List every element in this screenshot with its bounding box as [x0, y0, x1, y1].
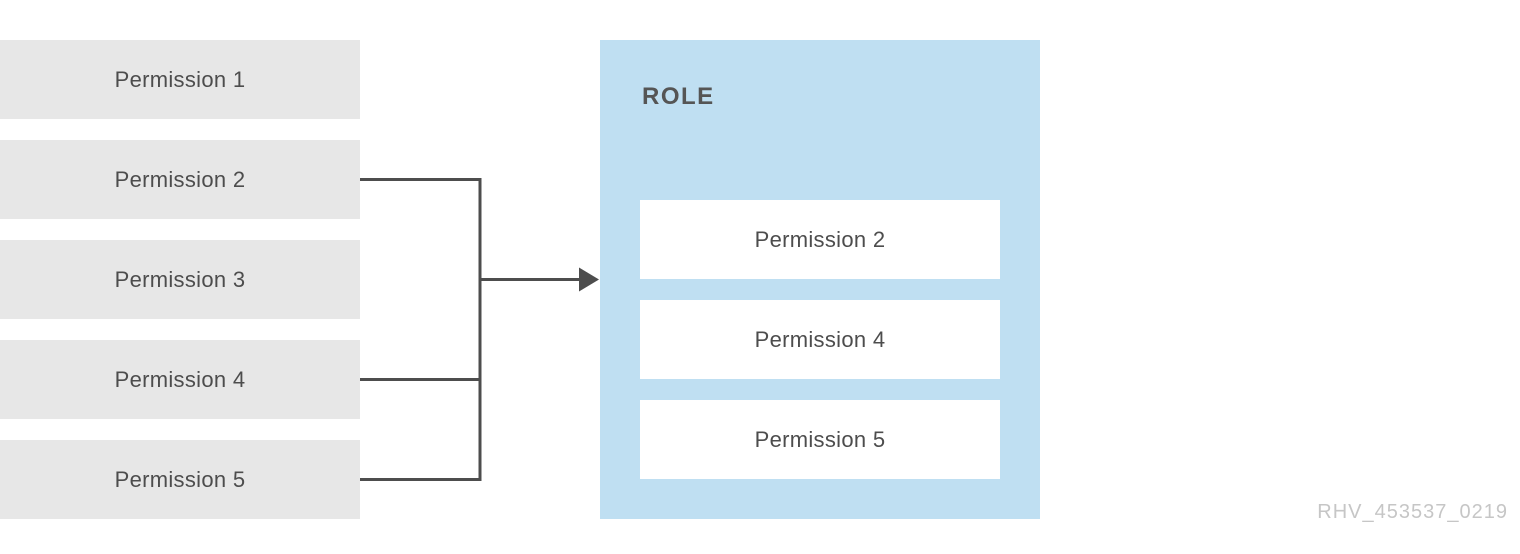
assigned-permission-box-2: Permission 2	[640, 200, 1000, 279]
assigned-permission-box-5: Permission 5	[640, 400, 1000, 479]
figure-id-watermark: RHV_453537_0219	[1317, 501, 1508, 523]
assigned-permission-box-4: Permission 4	[640, 300, 1000, 379]
permission-box-4: Permission 4	[0, 340, 360, 419]
permission-label: Permission 3	[114, 266, 246, 292]
permission-box-5: Permission 5	[0, 440, 360, 519]
permission-box-1: Permission 1	[0, 40, 360, 119]
assigned-permission-label: Permission 5	[754, 426, 886, 452]
permission-label: Permission 2	[114, 166, 246, 192]
permission-box-3: Permission 3	[0, 240, 360, 319]
assigned-permission-label: Permission 2	[754, 226, 886, 252]
permission-label: Permission 1	[114, 66, 246, 92]
permission-box-2: Permission 2	[0, 140, 360, 219]
role-box: ROLE Permission 2 Permission 4 Permissio…	[600, 40, 1040, 519]
role-title: ROLE	[642, 83, 715, 110]
permission-label: Permission 5	[114, 466, 246, 492]
permission-label: Permission 4	[114, 366, 246, 392]
arrowhead-icon	[579, 267, 599, 292]
assigned-permission-label: Permission 4	[754, 326, 886, 352]
